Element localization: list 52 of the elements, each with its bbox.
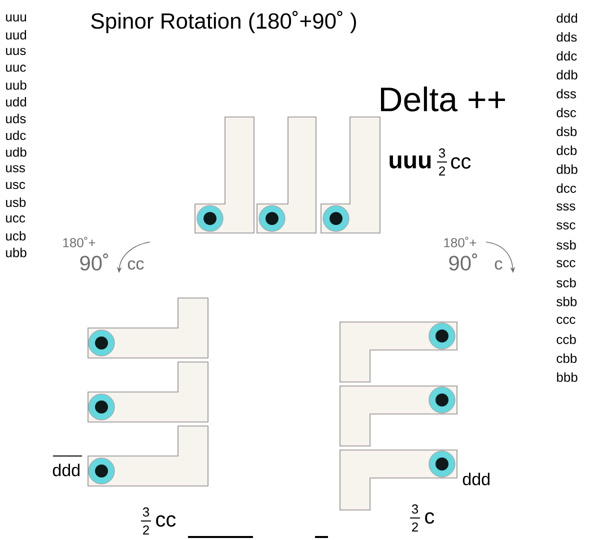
list-item: uuc: [6, 64, 26, 72]
list-item: sbb: [556, 296, 577, 306]
list-item: scc: [556, 260, 576, 268]
list-item: ddb: [556, 70, 578, 80]
list-item: uds: [6, 114, 26, 124]
list-item: dcc: [556, 183, 576, 193]
list-item: uuu: [6, 14, 26, 22]
direction-label: cc: [128, 260, 144, 270]
list-item: cbb: [556, 353, 577, 363]
list-item: ssb: [556, 240, 576, 250]
title: Spinor Rotation (180˚+90˚ ): [91, 10, 356, 34]
spin-label: cc: [156, 515, 176, 527]
list-item: sss: [556, 203, 576, 211]
fraction: 3 2: [410, 504, 420, 532]
list-item: ucc: [6, 215, 26, 223]
list-item: udb: [6, 147, 26, 157]
list-item: udc: [6, 130, 26, 140]
list-item: ssc: [556, 222, 576, 230]
list-item: scb: [556, 278, 576, 288]
angle-label: 180˚+: [444, 236, 476, 248]
particle-label: ddd: [52, 456, 82, 476]
list-item: uss: [6, 165, 25, 172]
list-item: dcb: [556, 146, 577, 156]
list-item: dds: [556, 32, 577, 42]
list-item: ddc: [556, 51, 577, 61]
angle-label: 90˚: [449, 253, 478, 271]
list-item: ucb: [6, 230, 26, 241]
list-item: udd: [6, 96, 26, 107]
heading: Delta ++: [381, 86, 505, 112]
particle-label: uuu: [390, 156, 431, 168]
list-item: uus: [6, 48, 26, 56]
list-item: ddd: [556, 13, 578, 23]
angle-label: 90˚: [80, 253, 108, 271]
list-item: usc: [6, 182, 26, 190]
list-item: dsc: [556, 108, 576, 118]
list-item: ubb: [6, 248, 26, 258]
list-item: bbb: [557, 372, 578, 382]
spin-label: c: [425, 512, 434, 524]
angle-label: 180˚+: [63, 236, 96, 248]
list-item: uud: [6, 30, 26, 40]
particle-label: ddd: [462, 472, 490, 486]
list-item: ccc: [556, 316, 576, 324]
fraction: 3 2: [436, 148, 448, 176]
fraction: 3 2: [140, 507, 152, 535]
list-item: dss: [556, 88, 576, 98]
list-item: dsb: [556, 126, 577, 136]
spin-label: cc: [451, 157, 471, 169]
list-item: ccb: [556, 334, 576, 344]
list-item: dbb: [556, 164, 578, 174]
list-item: usb: [6, 197, 26, 208]
direction-label: c: [494, 260, 502, 270]
list-item: uub: [6, 80, 26, 90]
